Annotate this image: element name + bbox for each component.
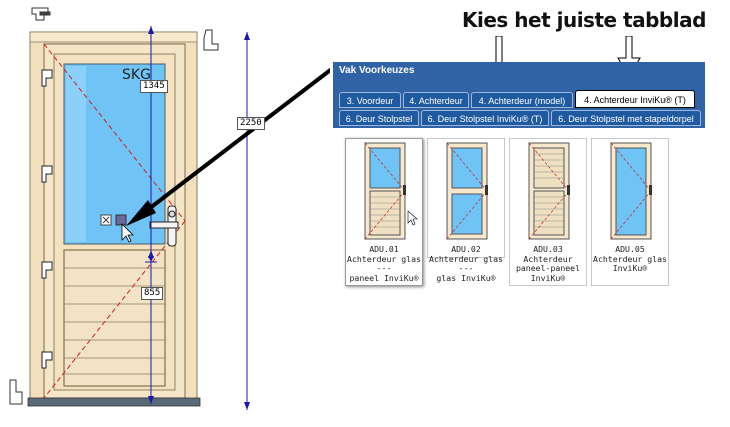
door-option-adu05[interactable]: ADU.05 Achterdeur glas InviKu® xyxy=(591,138,669,286)
panel-title: Vak Voorkeuzes xyxy=(333,62,705,80)
door-option-adu02[interactable]: ADU.02 Achterdeur glas --- glas InviKu® xyxy=(427,138,505,282)
option-desc-1: Achterdeur xyxy=(523,253,573,264)
door-option-adu03[interactable]: ADU.03 Achterdeur paneel-paneel InviKu® xyxy=(509,138,587,286)
dim-label-2250: 2250 xyxy=(237,117,265,130)
option-desc-1: Achterdeur glas xyxy=(593,253,667,264)
dim-label-855: 855 xyxy=(141,287,164,300)
door-option-adu01[interactable]: ADU.01 Achterdeur glas --- paneel InviKu… xyxy=(345,138,423,286)
option-desc-1: Achterdeur glas --- xyxy=(347,253,421,273)
option-code: ADU.02 xyxy=(451,244,481,254)
door-thumbnail xyxy=(610,142,652,240)
door-drawing xyxy=(9,7,330,410)
tab-achterdeur-inviku[interactable]: 4. Achterdeur InviKu® (T) xyxy=(575,90,695,108)
instruction-heading: Kies het juiste tabblad xyxy=(462,8,706,32)
hinges xyxy=(41,69,53,369)
option-code: ADU.03 xyxy=(533,244,563,254)
skg-label: SKG xyxy=(122,67,151,83)
door-thumbnail xyxy=(528,142,570,240)
tab-strip: 3. Voordeur 4. Achterdeur 4. Achterdeur … xyxy=(333,80,705,128)
tab-deur-stolpstel[interactable]: 6. Deur Stolpstel xyxy=(339,110,419,126)
option-desc-3: InviKu® xyxy=(530,272,566,283)
option-code: ADU.05 xyxy=(615,244,645,254)
profile-icon-bottom-left xyxy=(9,379,23,405)
profile-icon-top-left xyxy=(31,7,51,21)
tab-achterdeur[interactable]: 4. Achterdeur xyxy=(403,92,469,108)
option-desc-2: glas InviKu® xyxy=(436,272,496,283)
tab-deur-stolpstel-stapeldorpel[interactable]: 6. Deur Stolpstel met stapeldorpel xyxy=(551,110,701,126)
option-desc-1: Achterdeur glas --- xyxy=(429,253,503,273)
profile-icon-top-right xyxy=(203,29,219,51)
pointer-arrow xyxy=(148,67,330,210)
option-code: ADU.01 xyxy=(369,244,399,254)
dim-label-1345: 1345 xyxy=(140,80,168,93)
options-panel: Vak Voorkeuzes 3. Voordeur 4. Achterdeur… xyxy=(333,62,705,292)
option-desc-2: InviKu® xyxy=(612,263,648,273)
option-desc-2: paneel InviKu® xyxy=(349,272,419,283)
tab-achterdeur-model[interactable]: 4. Achterdeur (model) xyxy=(471,92,573,108)
door-thumbnail xyxy=(446,142,488,240)
cursor-icon xyxy=(121,223,134,243)
tab-deur-stolpstel-inviku[interactable]: 6. Deur Stolpstel InviKu® (T) xyxy=(421,110,549,126)
door-thumbnail xyxy=(364,142,418,240)
door-handle-icon xyxy=(149,205,179,247)
option-desc-2: paneel-paneel xyxy=(515,263,581,273)
tab-voordeur[interactable]: 3. Voordeur xyxy=(339,92,401,108)
